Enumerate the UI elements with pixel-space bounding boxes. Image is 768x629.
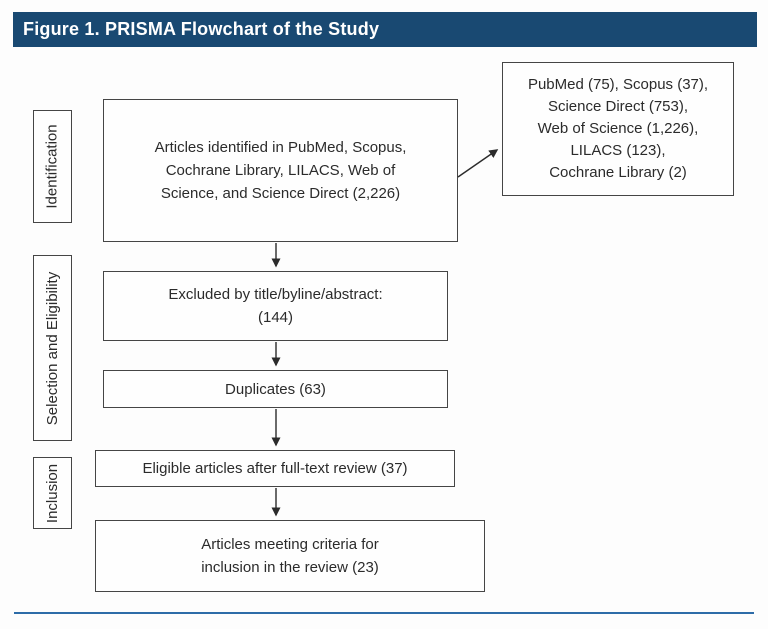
- stage-selection-text: Selection and Eligibility: [44, 271, 62, 425]
- flow-box-articles-identified-text: Articles identified in PubMed, Scopus, C…: [154, 139, 407, 202]
- bottom-rule: [14, 612, 754, 614]
- flow-box-eligible-articles: Eligible articles after full-text review…: [95, 450, 455, 487]
- flow-box-excluded-text: Excluded by title/byline/abstract: (144): [168, 286, 383, 326]
- stage-identification-text: Identification: [44, 124, 62, 209]
- flow-box-database-counts: PubMed (75), Scopus (37), Science Direct…: [502, 62, 734, 196]
- flow-box-duplicates: Duplicates (63): [103, 370, 448, 408]
- figure-title: Figure 1. PRISMA Flowchart of the Study: [23, 19, 380, 39]
- stage-inclusion-text: Inclusion: [44, 463, 62, 523]
- flow-box-eligible-articles-text: Eligible articles after full-text review…: [142, 460, 408, 477]
- figure-title-bar: Figure 1. PRISMA Flowchart of the Study: [13, 12, 757, 47]
- flow-box-excluded: Excluded by title/byline/abstract: (144): [103, 271, 448, 341]
- flow-box-articles-identified: Articles identified in PubMed, Scopus, C…: [103, 99, 458, 242]
- stage-label-inclusion: Inclusion: [33, 457, 72, 529]
- flow-box-database-counts-text: PubMed (75), Scopus (37), Science Direct…: [527, 76, 709, 181]
- flow-box-included-articles-text: Articles meeting criteria for inclusion …: [201, 536, 379, 576]
- flow-box-duplicates-text: Duplicates (63): [225, 380, 326, 398]
- flow-box-included-articles: Articles meeting criteria for inclusion …: [95, 520, 485, 592]
- stage-label-identification: Identification: [33, 110, 72, 223]
- arrow-identified-to-database-counts: [457, 149, 499, 178]
- stage-label-selection-and-eligibility: Selection and Eligibility: [33, 255, 72, 441]
